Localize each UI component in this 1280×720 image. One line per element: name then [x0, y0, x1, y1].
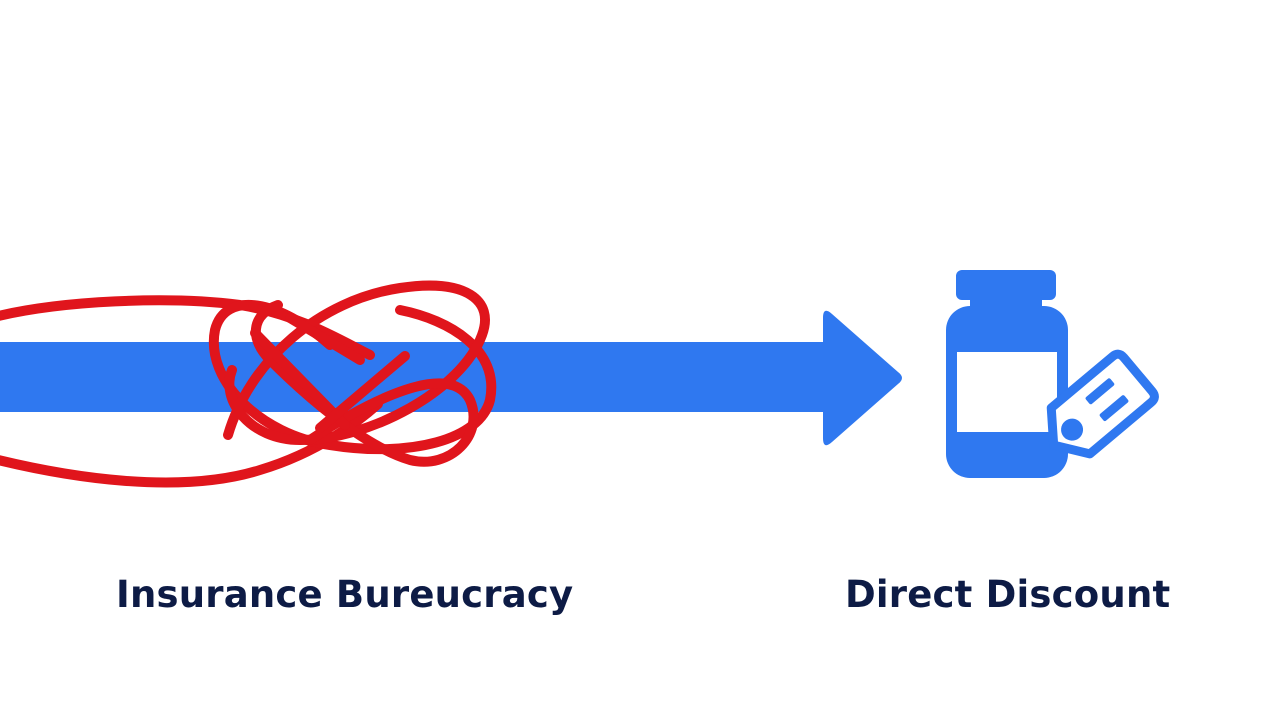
price-tag-hole — [1061, 418, 1084, 441]
tangled-knot-icon — [0, 280, 497, 488]
medicine-bottle-with-price-tag-icon — [946, 270, 1159, 478]
tangle-loop-c — [251, 300, 479, 467]
price-tag-icon — [1046, 349, 1159, 459]
bottle-label — [957, 352, 1057, 432]
arrow-head — [823, 310, 902, 446]
tangle-upper-strand — [0, 295, 375, 360]
tangle-cross-1 — [250, 328, 350, 430]
bottle-neck — [970, 294, 1042, 308]
price-tag-stripe-1 — [1085, 378, 1115, 405]
bottle-cap — [956, 270, 1056, 300]
tangle-cross-2 — [315, 351, 410, 433]
tangle-cross-3 — [285, 313, 365, 365]
label-direct-discount: Direct Discount — [845, 573, 1171, 616]
tangle-loop-b — [223, 280, 490, 445]
tangle-loop-a — [208, 300, 497, 455]
label-insurance-bureaucracy: Insurance Bureucracy — [116, 573, 574, 616]
price-tag-stripe-2 — [1099, 395, 1129, 422]
